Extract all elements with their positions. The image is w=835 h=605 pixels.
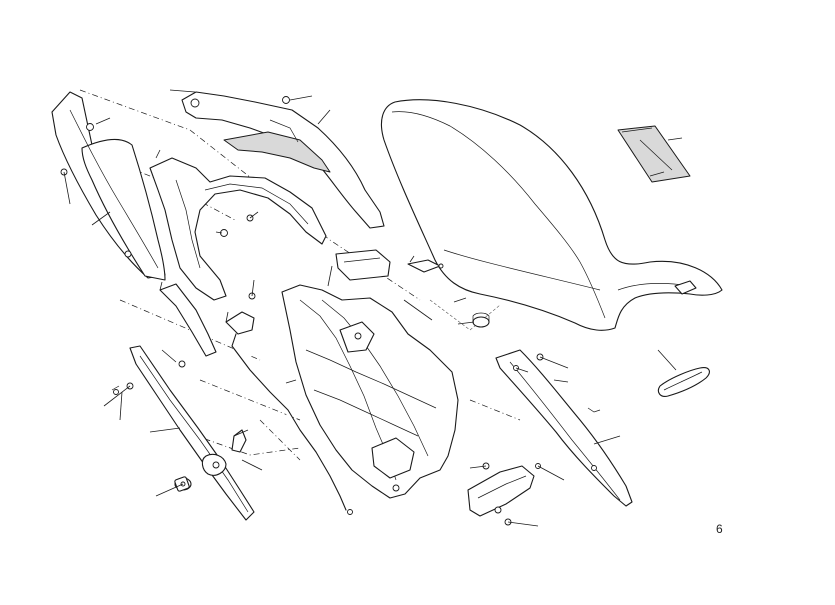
fastener-group-left [111,382,134,395]
rear-subframe-assembly [281,284,459,499]
seat-lock-cylinder [174,476,192,492]
callout-leaders [63,89,683,527]
lock-bracket [159,283,217,368]
right-lower-bracket [467,462,541,526]
owner-booklet [617,125,691,183]
small-hook [231,429,247,453]
rear-grab-rail [181,91,385,229]
page-number: 6 [716,522,723,536]
long-bolt [403,299,433,321]
left-lower-side-panel [129,345,255,521]
right-side-fairing [495,349,633,507]
tail-inner-structure [149,157,327,301]
left-side-fairing [51,91,166,281]
seat-release-cable [225,292,353,515]
seat-strap [407,259,444,273]
seat-support-pad [335,249,391,281]
rubber-bumper [472,312,490,328]
elastic-cord [657,367,710,397]
rider-seat [380,99,723,331]
